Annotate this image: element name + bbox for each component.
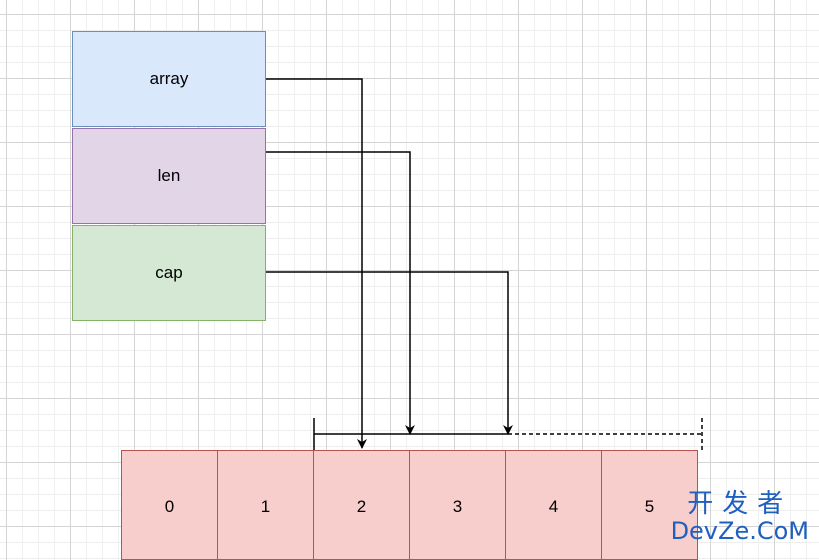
backing-array: 0 1 2 3 4 5 bbox=[121, 450, 703, 560]
array-cell-4: 4 bbox=[505, 450, 602, 560]
array-cell-label: 3 bbox=[452, 497, 463, 516]
array-cell-2: 2 bbox=[313, 450, 410, 560]
array-cell-3: 3 bbox=[409, 450, 506, 560]
struct-field-array: array bbox=[72, 31, 266, 127]
struct-field-cap: cap bbox=[72, 225, 266, 321]
struct-field-len: len bbox=[72, 128, 266, 224]
len-pointer-arrow bbox=[266, 151, 415, 435]
array-cell-label: 2 bbox=[356, 497, 367, 516]
cap-pointer-arrow bbox=[266, 271, 513, 435]
array-cell-label: 1 bbox=[260, 497, 271, 516]
array-cell-label: 5 bbox=[644, 497, 655, 516]
array-cell-label: 0 bbox=[164, 497, 175, 516]
struct-field-array-label: array bbox=[149, 69, 189, 88]
struct-field-len-label: len bbox=[157, 166, 181, 185]
array-cell-1: 1 bbox=[217, 450, 314, 560]
array-pointer-arrow bbox=[266, 78, 367, 449]
array-cell-label: 4 bbox=[548, 497, 559, 516]
struct-field-cap-label: cap bbox=[155, 263, 183, 282]
